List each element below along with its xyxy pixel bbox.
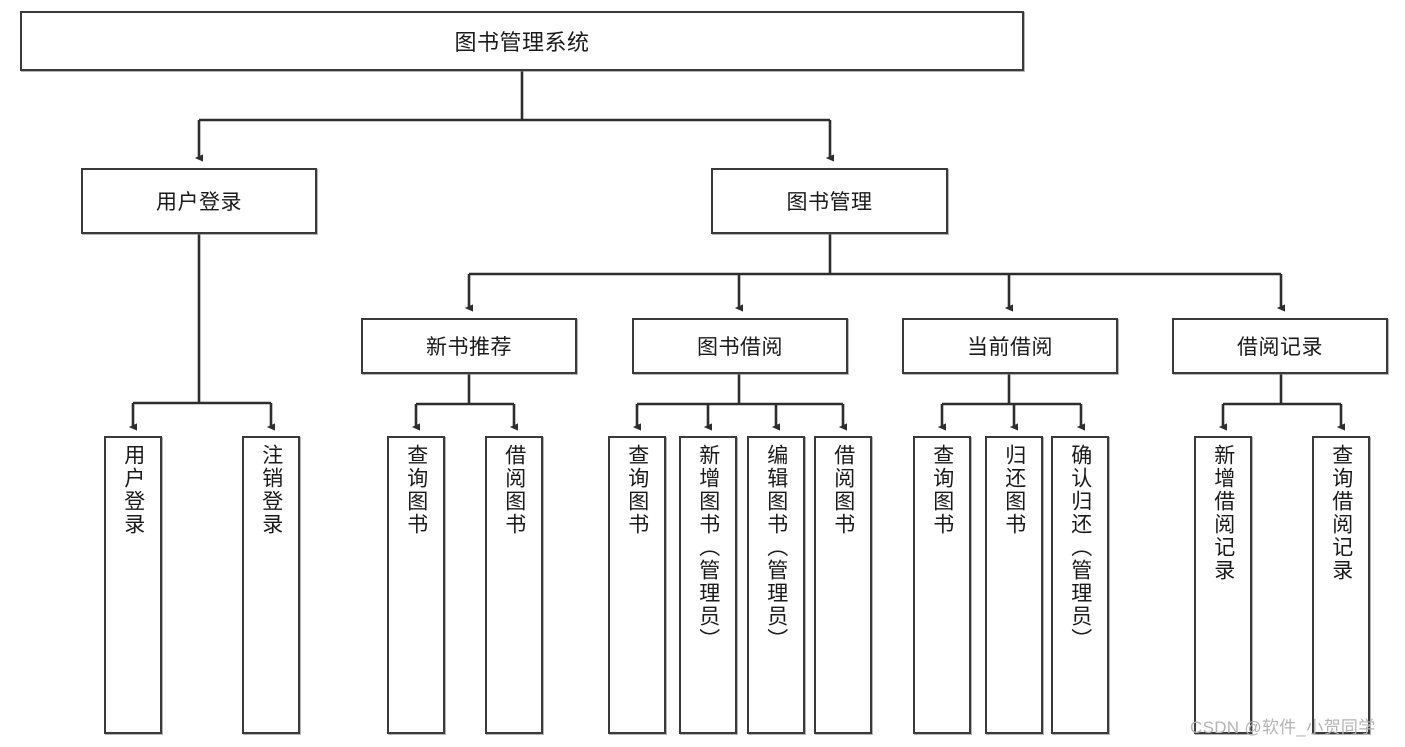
node-label: 图书借阅	[697, 336, 783, 359]
node-borrowing-records[interactable]: 借阅记录	[1172, 318, 1388, 374]
leaf-node-borrow-book-recommend[interactable]: 借阅图书	[485, 436, 543, 734]
leaf-node-query-borrow-record[interactable]: 查询借阅记录	[1312, 436, 1370, 734]
node-label: 查询图书	[625, 444, 649, 536]
node-label: 图书管理系统	[454, 30, 590, 55]
node-label: 编辑图书（管理员）	[764, 444, 788, 651]
node-label: 查询图书	[404, 444, 428, 536]
leaf-node-add-borrow-record[interactable]: 新增借阅记录	[1194, 436, 1252, 734]
node-book-management[interactable]: 图书管理	[711, 168, 948, 234]
leaf-node-user-login[interactable]: 用户登录	[104, 436, 162, 734]
leaf-node-return-book[interactable]: 归还图书	[985, 436, 1043, 734]
leaf-node-query-book-recommend[interactable]: 查询图书	[387, 436, 445, 734]
node-book-borrowing[interactable]: 图书借阅	[632, 318, 848, 374]
node-root-system[interactable]: 图书管理系统	[20, 11, 1024, 71]
node-label: 借阅记录	[1237, 336, 1323, 359]
node-new-book-recommendation[interactable]: 新书推荐	[361, 318, 577, 374]
node-label: 图书管理	[786, 191, 873, 214]
leaf-node-add-book-admin[interactable]: 新增图书（管理员）	[679, 436, 737, 734]
node-label: 确认归还（管理员）	[1068, 444, 1092, 651]
node-label: 用户登录	[121, 444, 145, 536]
node-label: 借阅图书	[502, 444, 526, 536]
node-label: 新书推荐	[426, 336, 512, 359]
leaf-node-logout[interactable]: 注销登录	[242, 436, 300, 734]
node-user-login[interactable]: 用户登录	[81, 168, 317, 234]
node-label: 归还图书	[1002, 444, 1026, 536]
node-label: 新增借阅记录	[1211, 444, 1235, 582]
node-label: 借阅图书	[831, 444, 855, 536]
node-label: 当前借阅	[967, 336, 1053, 359]
leaf-node-query-book[interactable]: 查询图书	[608, 436, 666, 734]
leaf-node-borrow-book[interactable]: 借阅图书	[814, 436, 872, 734]
node-current-borrowing[interactable]: 当前借阅	[902, 318, 1118, 374]
node-label: 查询借阅记录	[1329, 444, 1353, 582]
node-label: 新增图书（管理员）	[696, 444, 720, 651]
leaf-node-edit-book-admin[interactable]: 编辑图书（管理员）	[747, 436, 805, 734]
csdn-watermark: CSDN @软件_小贺同学	[1190, 718, 1376, 737]
leaf-node-query-book-current[interactable]: 查询图书	[913, 436, 971, 734]
node-label: 查询图书	[930, 444, 954, 536]
node-label: 用户登录	[156, 191, 242, 214]
leaf-node-confirm-return-admin[interactable]: 确认归还（管理员）	[1051, 436, 1109, 734]
node-label: 注销登录	[259, 444, 283, 536]
